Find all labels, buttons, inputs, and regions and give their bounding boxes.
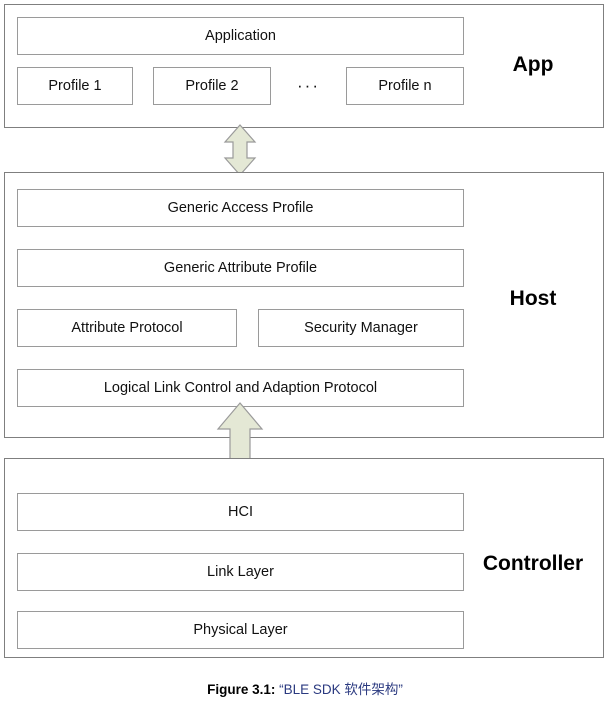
arrow-app-to-host-icon: [221, 124, 259, 176]
controller-section: HCI Link Layer Physical Layer: [4, 458, 604, 658]
layer-box-security-manager: Security Manager: [258, 309, 464, 347]
section-label-app: App: [512, 53, 554, 76]
layer-box-profile-n: Profile n: [346, 67, 464, 105]
app-section: Application Profile 1 Profile 2 ··· Prof…: [4, 4, 604, 128]
section-label-controller: Controller: [482, 552, 584, 575]
layer-box-application: Application: [17, 17, 464, 55]
figure-caption: Figure 3.1: “BLE SDK 软件架构”: [0, 678, 610, 698]
layer-box-hci: HCI: [17, 493, 464, 531]
profiles-ellipsis: ···: [297, 76, 320, 95]
layer-box-link-layer: Link Layer: [17, 553, 464, 591]
figure-caption-label: Figure 3.1:: [207, 682, 276, 697]
layer-box-attribute-protocol: Attribute Protocol: [17, 309, 237, 347]
layer-box-generic-access-profile: Generic Access Profile: [17, 189, 464, 227]
figure-caption-title: “BLE SDK 软件架构”: [279, 682, 403, 697]
section-label-host: Host: [509, 287, 557, 310]
host-section: Generic Access Profile Generic Attribute…: [4, 172, 604, 438]
layer-box-physical-layer: Physical Layer: [17, 611, 464, 649]
layer-box-profile-1: Profile 1: [17, 67, 133, 105]
layer-box-generic-attribute-profile: Generic Attribute Profile: [17, 249, 464, 287]
layer-box-profile-2: Profile 2: [153, 67, 271, 105]
layer-box-l2cap: Logical Link Control and Adaption Protoc…: [17, 369, 464, 407]
